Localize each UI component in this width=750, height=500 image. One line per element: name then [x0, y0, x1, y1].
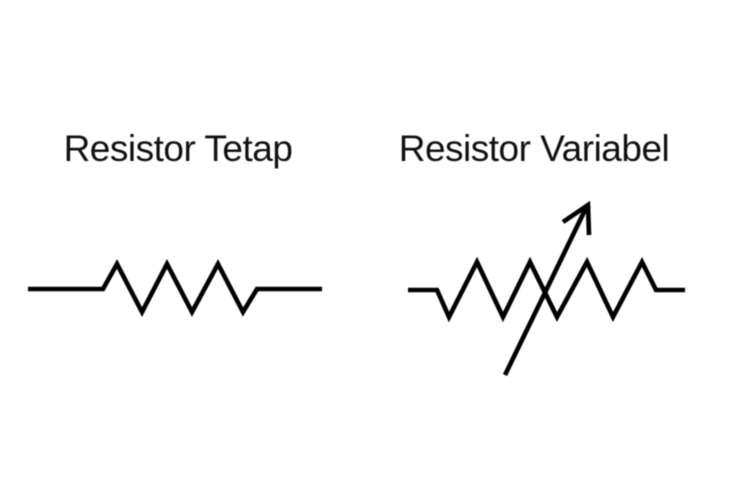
- fixed-resistor-symbol: [28, 259, 322, 317]
- arrow-shaft-icon: [502, 206, 589, 377]
- variable-resistor-label: Resistor Variabel: [398, 128, 670, 169]
- resistor-zigzag-icon: [28, 259, 322, 317]
- fixed-resistor-label: Resistor Tetap: [63, 128, 293, 169]
- variable-resistor-symbol: [408, 200, 685, 377]
- resistor-zigzag-icon: [408, 256, 685, 323]
- arrow-head-icon: [561, 200, 592, 236]
